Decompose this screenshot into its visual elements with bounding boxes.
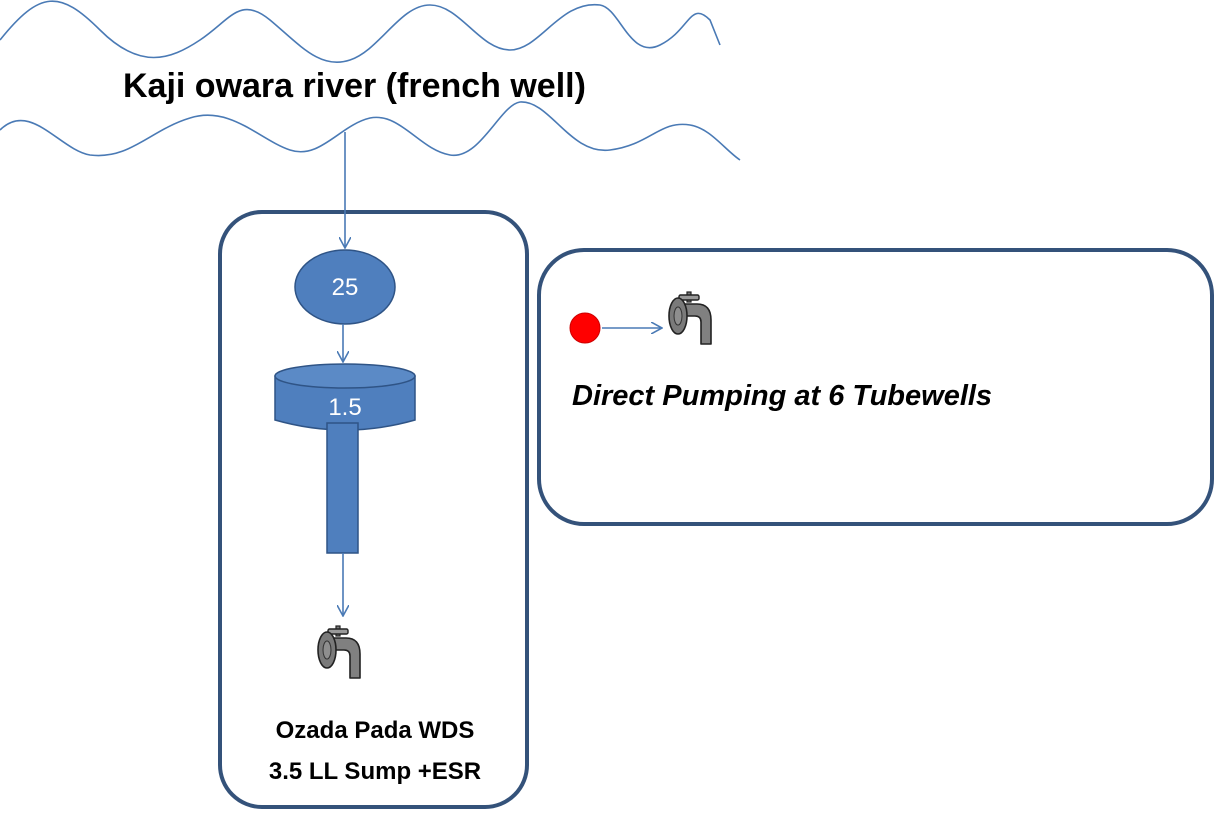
left-panel-border — [218, 210, 529, 809]
wds-name: Ozada Pada WDS — [276, 717, 475, 744]
tank-value: 1.5 — [328, 394, 361, 421]
source-node — [294, 249, 396, 325]
river-top-wave — [0, 0, 721, 63]
faucet-icon — [668, 291, 712, 345]
source-node-value: 25 — [332, 274, 359, 301]
right-panel-border — [537, 248, 1214, 526]
direct-pumping-caption: Direct Pumping at 6 Tubewells — [572, 380, 992, 412]
faucet-icon — [317, 625, 361, 679]
river-label: Kaji owara river (french well) — [123, 67, 586, 105]
pump-point-red-dot — [569, 312, 601, 344]
wds-capacity: 3.5 LL Sump +ESR — [269, 758, 481, 785]
river-bottom-wave — [0, 101, 741, 161]
elevated-tank — [274, 363, 416, 554]
